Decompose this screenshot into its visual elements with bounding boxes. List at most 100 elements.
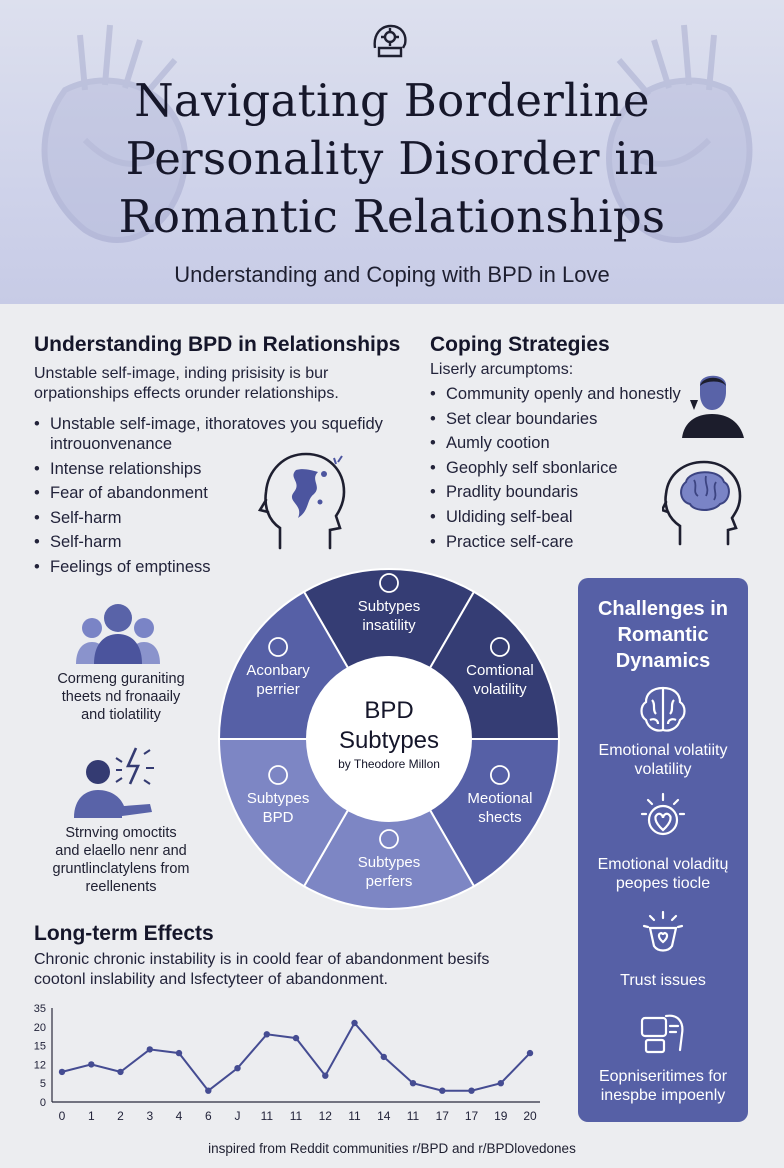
heart-check-icon [640, 792, 686, 836]
data-point [351, 1019, 358, 1027]
intro-line: Chronic chronic instability is in coold … [34, 951, 490, 968]
coping-heading: Coping Strategies [430, 333, 610, 356]
title-line: Romantic Relationships [118, 190, 666, 243]
list-item: Self-harm [34, 508, 383, 528]
list-item: Feelings of emptiness [34, 557, 383, 577]
data-point [439, 1087, 446, 1094]
wheel-center [306, 656, 472, 822]
x-tick-label: 20 [523, 1109, 537, 1123]
head-turmoil-icon [258, 452, 346, 550]
data-point [117, 1068, 124, 1076]
header-banner: Navigating Borderline Personality Disord… [0, 0, 784, 304]
challenge-item: Eopniseritimes for inespbe impoenly [578, 1067, 748, 1105]
anatomical-heart-icon [41, 24, 188, 243]
data-point [146, 1046, 153, 1053]
x-tick-label: 0 [59, 1109, 66, 1123]
y-tick-label: 15 [34, 1041, 46, 1053]
anatomical-heart-icon [606, 24, 753, 243]
longterm-intro: Chronic chronic instability is in coold … [34, 950, 489, 990]
x-tick-label: 19 [494, 1109, 508, 1123]
data-point [526, 1049, 534, 1057]
data-point [497, 1080, 504, 1087]
challenges-title-line: Challenges in [597, 598, 729, 620]
wheel-center-title: BPD [364, 697, 413, 724]
understanding-heading: Understanding BPD in Relationships [34, 333, 401, 356]
series-line [61, 1021, 531, 1093]
caption-line: reellenents [85, 879, 157, 895]
wheel-segment-label: shects [478, 809, 521, 826]
caption-line: and elaello nenr and [55, 843, 187, 859]
list-item-text: Unstable self-image, ithoratoves you squ… [50, 415, 383, 433]
x-tick-label: 1 [88, 1109, 95, 1123]
challenge-label: Emotional voladitų [597, 856, 729, 873]
data-point [88, 1061, 95, 1068]
wheel-segment-label: Meotional [467, 790, 532, 807]
intro-line: Unstable self-image, inding prisisity is… [34, 365, 329, 382]
list-item: Community openly and honestly [430, 384, 681, 404]
person-thinking-icon [682, 375, 744, 438]
wheel-segment-label: Comtional [466, 662, 534, 679]
wheel-segment-label: Subtypes [358, 598, 421, 615]
caption-line: theets nd fronaaily [61, 689, 181, 705]
data-point [205, 1087, 212, 1094]
x-tick-label: 14 [377, 1109, 391, 1123]
data-point [175, 1049, 183, 1057]
data-point [263, 1031, 270, 1038]
longterm-heading: Long-term Effects [34, 922, 214, 945]
caption-line: Cormeng guraniting [57, 671, 185, 687]
understanding-list: Unstable self-image, ithoratoves you squ… [34, 414, 383, 582]
challenges-panel: Challenges in Romantic Dynamics Emotiona… [578, 578, 748, 1122]
x-tick-label: 11 [348, 1109, 361, 1123]
coping-list: Community openly and honestly Set clear … [430, 384, 681, 556]
x-tick-label: 2 [117, 1109, 124, 1123]
list-item: Fear of abandonment [34, 483, 383, 503]
wheel-segment-label: volatility [473, 681, 527, 698]
list-item: Unstable self-image, ithoratoves you squ… [34, 414, 383, 454]
data-point [322, 1072, 329, 1079]
understanding-intro: Unstable self-image, inding prisisity is… [34, 364, 339, 404]
list-item: Practice self-care [430, 532, 681, 552]
data-point [468, 1087, 475, 1094]
wheel-segment-label: Subtypes [358, 854, 421, 871]
list-item: Aumly cootion [430, 433, 681, 453]
x-tick-label: 12 [319, 1109, 333, 1123]
group-caption: Cormeng guraniting theets nd fronaaily a… [30, 670, 212, 724]
wheel-center-subtitle: by Theodore Millon [338, 757, 440, 771]
list-item: Geophly self sbonlarice [430, 458, 681, 478]
challenge-item: Emotional volatiity volatility [578, 741, 748, 779]
cloud-icon [268, 765, 288, 785]
title-line: Personality Disorder in [125, 132, 659, 185]
chart-up-icon [489, 637, 510, 657]
list-item: Set clear boundaries [430, 409, 681, 429]
challenge-label: Trust issues [620, 972, 706, 989]
y-tick-label: 12 [34, 1059, 46, 1071]
challenge-label: Emotional volatiity [598, 742, 728, 759]
pencil-icon [489, 765, 510, 785]
devices-icon [640, 1014, 684, 1054]
data-point [292, 1034, 300, 1042]
data-point [58, 1068, 66, 1076]
heart-broken-icon [379, 573, 399, 593]
wheel-segment [302, 568, 476, 741]
wheel-segment-label: BPD [263, 809, 294, 826]
data-point [234, 1065, 241, 1072]
challenge-item: Trust issues [578, 971, 748, 990]
wheel-segment-label: insatility [362, 617, 416, 634]
y-tick-label: 0 [40, 1097, 46, 1109]
intro-line: cootonl inslability and lsfectyteer of a… [34, 971, 388, 988]
page-subtitle: Understanding and Coping with BPD in Lov… [174, 262, 610, 287]
page-title: Navigating Borderline Personality Disord… [0, 72, 784, 246]
swirl-icon [379, 829, 399, 849]
wheel-segment [302, 737, 476, 910]
y-tick-label: 20 [34, 1022, 46, 1034]
x-tick-label: 17 [436, 1109, 450, 1123]
person-stress-icon [74, 747, 154, 818]
y-tick-label: 35 [34, 1003, 46, 1015]
x-tick-label: 4 [176, 1109, 183, 1123]
x-tick-label: 6 [205, 1109, 212, 1123]
intro-line: orpationships effects orunder relationsh… [34, 385, 339, 402]
challenge-label: peopes tiocle [615, 875, 711, 892]
data-point [409, 1080, 417, 1087]
list-item: Pradlity boundaris [430, 482, 681, 502]
